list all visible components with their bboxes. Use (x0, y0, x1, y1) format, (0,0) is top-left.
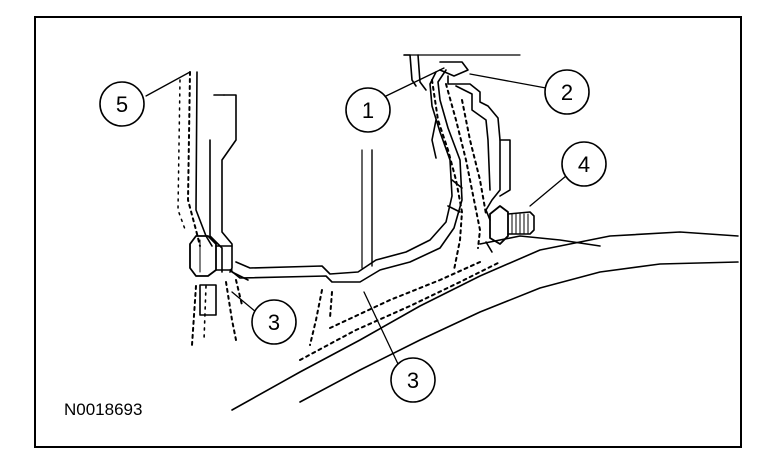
callout-5-label: 5 (116, 92, 128, 117)
left-seam-drips (225, 279, 243, 341)
callout-circles (99, 69, 607, 403)
callout-1-circle (345, 87, 391, 133)
callout-4-label: 4 (578, 152, 590, 177)
callout-3b-circle (390, 357, 436, 403)
panel-left-seam (177, 71, 213, 346)
callout-3a-circle (251, 299, 297, 345)
diagram-frame (34, 16, 742, 448)
callout-5-circle (99, 81, 145, 127)
leader-lines (145, 67, 567, 365)
callout-3b-label: 3 (407, 368, 419, 393)
center-bracket (229, 69, 463, 283)
left-bracket (199, 94, 249, 316)
right-bolt (489, 205, 535, 245)
callout-4-circle (561, 141, 607, 187)
callout-3a-label: 3 (268, 310, 280, 335)
lower-seams (299, 261, 501, 361)
left-bolt (189, 235, 233, 277)
figure-id: N0018693 (64, 400, 143, 419)
callout-2-label: 2 (561, 80, 573, 105)
right-seams (431, 79, 487, 271)
callout-1-label: 1 (362, 98, 374, 123)
callout-2-circle (544, 69, 590, 115)
lower-panel (231, 231, 739, 411)
